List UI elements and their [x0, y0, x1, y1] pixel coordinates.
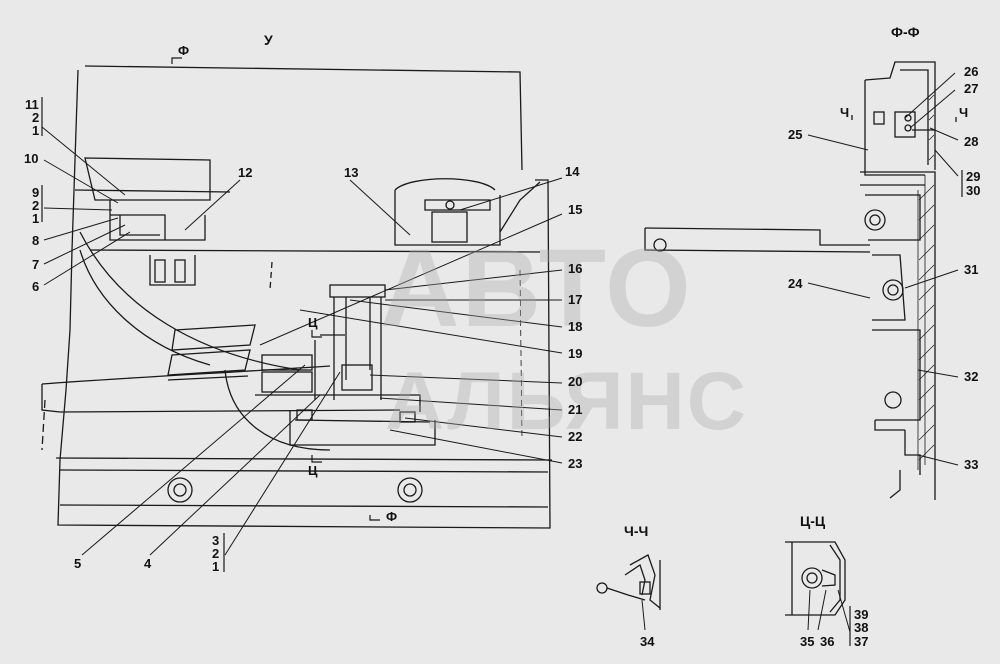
callout-1c: 1: [212, 559, 220, 574]
callout-15: 15: [568, 202, 583, 217]
callout-2b: 2: [32, 198, 40, 213]
callout-31: 31: [964, 262, 979, 277]
callout-30: 30: [966, 183, 981, 198]
watermark-line-1: АВТО: [380, 227, 693, 350]
section-chch: [596, 554, 661, 631]
section-tsts-label: Ц-Ц: [800, 513, 826, 529]
callout-4: 4: [144, 556, 152, 571]
number-brackets: [41, 97, 963, 646]
callout-18: 18: [568, 319, 583, 334]
leader-lines: [41, 126, 563, 556]
watermark-line-2: АЛЬЯНС: [385, 356, 748, 447]
cut-mark-ch-left: Ч: [840, 105, 850, 120]
section-ff: [644, 61, 959, 500]
callout-5: 5: [74, 556, 82, 571]
callout-7: 7: [32, 257, 40, 272]
callout-1b: 1: [32, 211, 40, 226]
callout-29: 29: [966, 169, 981, 184]
callout-21: 21: [568, 402, 583, 417]
callout-34: 34: [640, 634, 655, 649]
callout-39: 39: [854, 607, 869, 622]
callout-22: 22: [568, 429, 583, 444]
cut-mark-ts-bottom: Ц: [308, 463, 318, 478]
callout-25: 25: [788, 127, 803, 142]
callout-28: 28: [964, 134, 979, 149]
callout-16: 16: [568, 261, 583, 276]
callout-9: 9: [32, 185, 40, 200]
callout-1a: 1: [32, 123, 40, 138]
callout-37: 37: [854, 634, 869, 649]
callout-6: 6: [32, 279, 40, 294]
section-ff-label: Ф-Ф: [891, 24, 920, 40]
callout-36: 36: [820, 634, 835, 649]
callout-33: 33: [964, 457, 979, 472]
callout-23: 23: [568, 456, 583, 471]
callout-35: 35: [800, 634, 815, 649]
callout-12: 12: [238, 165, 253, 180]
section-chch-label: Ч-Ч: [624, 523, 649, 539]
callout-26: 26: [964, 64, 979, 79]
callout-8: 8: [32, 233, 40, 248]
callout-13: 13: [344, 165, 359, 180]
callout-38: 38: [854, 620, 869, 635]
callout-2c: 2: [212, 546, 220, 561]
callout-11: 11: [25, 97, 39, 112]
callout-27: 27: [964, 81, 979, 96]
callout-2a: 2: [32, 110, 40, 125]
callout-14: 14: [565, 164, 580, 179]
cut-mark-ch-right: Ч: [959, 105, 969, 120]
cut-mark-ts-top: Ц: [308, 315, 318, 330]
callout-20: 20: [568, 374, 583, 389]
callout-32: 32: [964, 369, 979, 384]
callout-19: 19: [568, 346, 583, 361]
callout-17: 17: [568, 292, 583, 307]
cut-markers: [171, 57, 380, 521]
cut-mark-f-bottom: Ф: [386, 509, 398, 524]
view-u-label: У: [264, 32, 273, 48]
wall-hatching: [918, 94, 935, 461]
section-tsts: [785, 541, 851, 633]
main-view-outline: [41, 65, 553, 529]
callout-3: 3: [212, 533, 220, 548]
callout-24: 24: [788, 276, 803, 291]
cut-mark-f-top: Ф: [178, 43, 190, 58]
callout-10: 10: [24, 151, 39, 166]
